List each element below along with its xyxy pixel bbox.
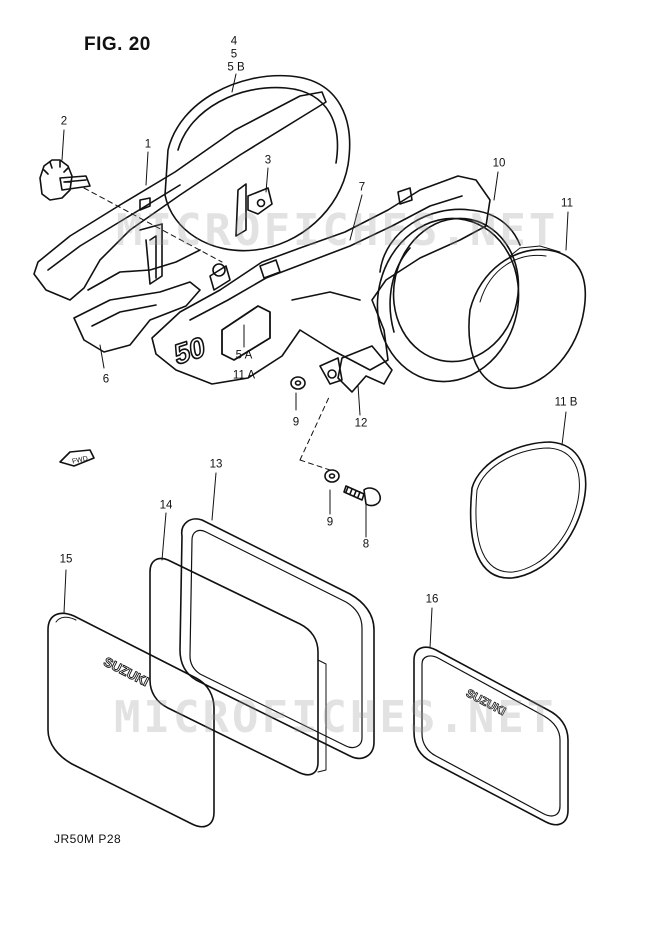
callout-10: 10 [492,157,506,170]
callout-5a: 5 A [235,349,253,362]
part-o-ring-gasket [469,441,587,579]
part-washer-lower [324,469,340,483]
emblem-number: 50 [173,329,207,371]
part-emblem-frame [413,646,569,826]
side-cover-brand: SUZUKI [101,654,151,689]
watermark-upper: MICROFICHES.NET [116,205,559,256]
callout-6: 6 [102,373,110,386]
part-main-body-cover [151,175,491,385]
fwd-arrow-icon [59,449,95,467]
part-air-cleaner-element [376,208,521,383]
callout-7: 7 [358,181,366,194]
callout-8: 8 [362,538,370,551]
leader-lines [61,73,569,649]
callout-1: 1 [144,138,152,151]
callout-5b: 5 B [227,61,245,74]
part-lower-left-cover [73,281,201,353]
callout-2: 2 [60,115,68,128]
part-seal-frame [179,518,375,760]
part-round-cover-plate [164,74,351,252]
part-screw [343,485,382,507]
callout-4: 4 [230,35,238,48]
callout-3: 3 [264,154,272,167]
watermark-lower: MICROFICHES.NET [114,692,557,743]
part-washer-upper [290,376,306,390]
callout-11a: 11 A [232,369,256,382]
part-grommet [235,183,273,237]
callout-12: 12 [354,417,368,430]
callout-15: 15 [59,553,73,566]
page-reference: JR50M P28 [54,832,122,846]
callout-9-lower: 9 [326,516,334,529]
part-side-cover [47,612,215,828]
part-upper-frame-cover [33,91,327,301]
callout-11: 11 [561,197,573,210]
part-knob-bolt [39,159,91,201]
part-clip [319,345,393,393]
callout-5: 5 [230,48,238,61]
part-plate [149,557,327,776]
callout-16: 16 [425,593,439,606]
callout-9-upper: 9 [292,416,300,429]
callout-13: 13 [209,458,223,471]
part-filter-element [468,245,586,390]
callout-11b: 11 B [554,396,578,409]
callout-14: 14 [159,499,173,512]
figure-title: FIG. 20 [84,34,151,55]
fwd-label: FWD [72,455,89,465]
